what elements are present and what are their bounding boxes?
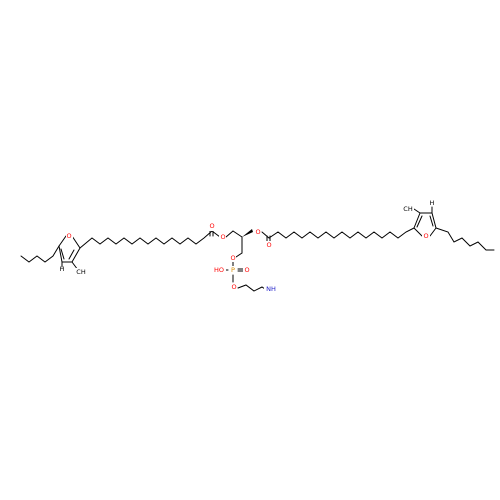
ethanolamine-chain: [237, 284, 266, 292]
phosphate-ester-o: O: [230, 283, 237, 291]
glycerol-o: O: [229, 254, 236, 262]
right-furan-h: H: [430, 199, 435, 207]
svg-text:H: H: [430, 199, 435, 207]
svg-text:O: O: [255, 228, 260, 236]
phosphorus-atom: P: [229, 266, 236, 274]
phosphate-double-o: O: [243, 266, 250, 274]
right-ester-carbonyl-o: O: [265, 241, 272, 249]
right-pentyl-chain: [435, 227, 495, 251]
right-furan-methyl: CH: [402, 205, 414, 213]
svg-text:CH: CH: [76, 268, 86, 276]
svg-text:P: P: [231, 266, 235, 274]
left-ester-carbonyl-o: O: [208, 222, 215, 231]
svg-text:O: O: [230, 254, 235, 262]
svg-text:O: O: [231, 283, 236, 291]
svg-text:CH: CH: [403, 205, 413, 213]
glycerol-backbone: [232, 229, 253, 258]
svg-text:O: O: [220, 233, 225, 241]
svg-text:O: O: [66, 232, 71, 240]
left-furan-h: H: [60, 265, 65, 273]
right-furan-o: O: [422, 232, 430, 240]
phosphate-hydroxyl: HO: [213, 266, 226, 274]
amine-group: NH: [264, 285, 277, 293]
svg-text:O: O: [266, 241, 271, 249]
svg-text:HO: HO: [214, 266, 224, 274]
left-acyl-chain: [79, 230, 213, 249]
svg-text:O: O: [423, 232, 428, 240]
right-ester-o: O: [254, 228, 261, 236]
right-acyl-chain: [268, 227, 415, 239]
right-furan-ring: [413, 206, 437, 237]
left-ester-o: O: [219, 233, 226, 241]
left-furan-methyl: CH: [74, 268, 86, 276]
svg-text:NH: NH: [266, 285, 276, 293]
svg-text:O: O: [244, 266, 249, 274]
left-furan-o: O: [66, 232, 73, 240]
svg-text:O: O: [209, 222, 214, 230]
left-pentyl-chain: [20, 245, 60, 263]
left-furan-ring: [58, 235, 81, 271]
svg-text:H: H: [60, 265, 65, 273]
